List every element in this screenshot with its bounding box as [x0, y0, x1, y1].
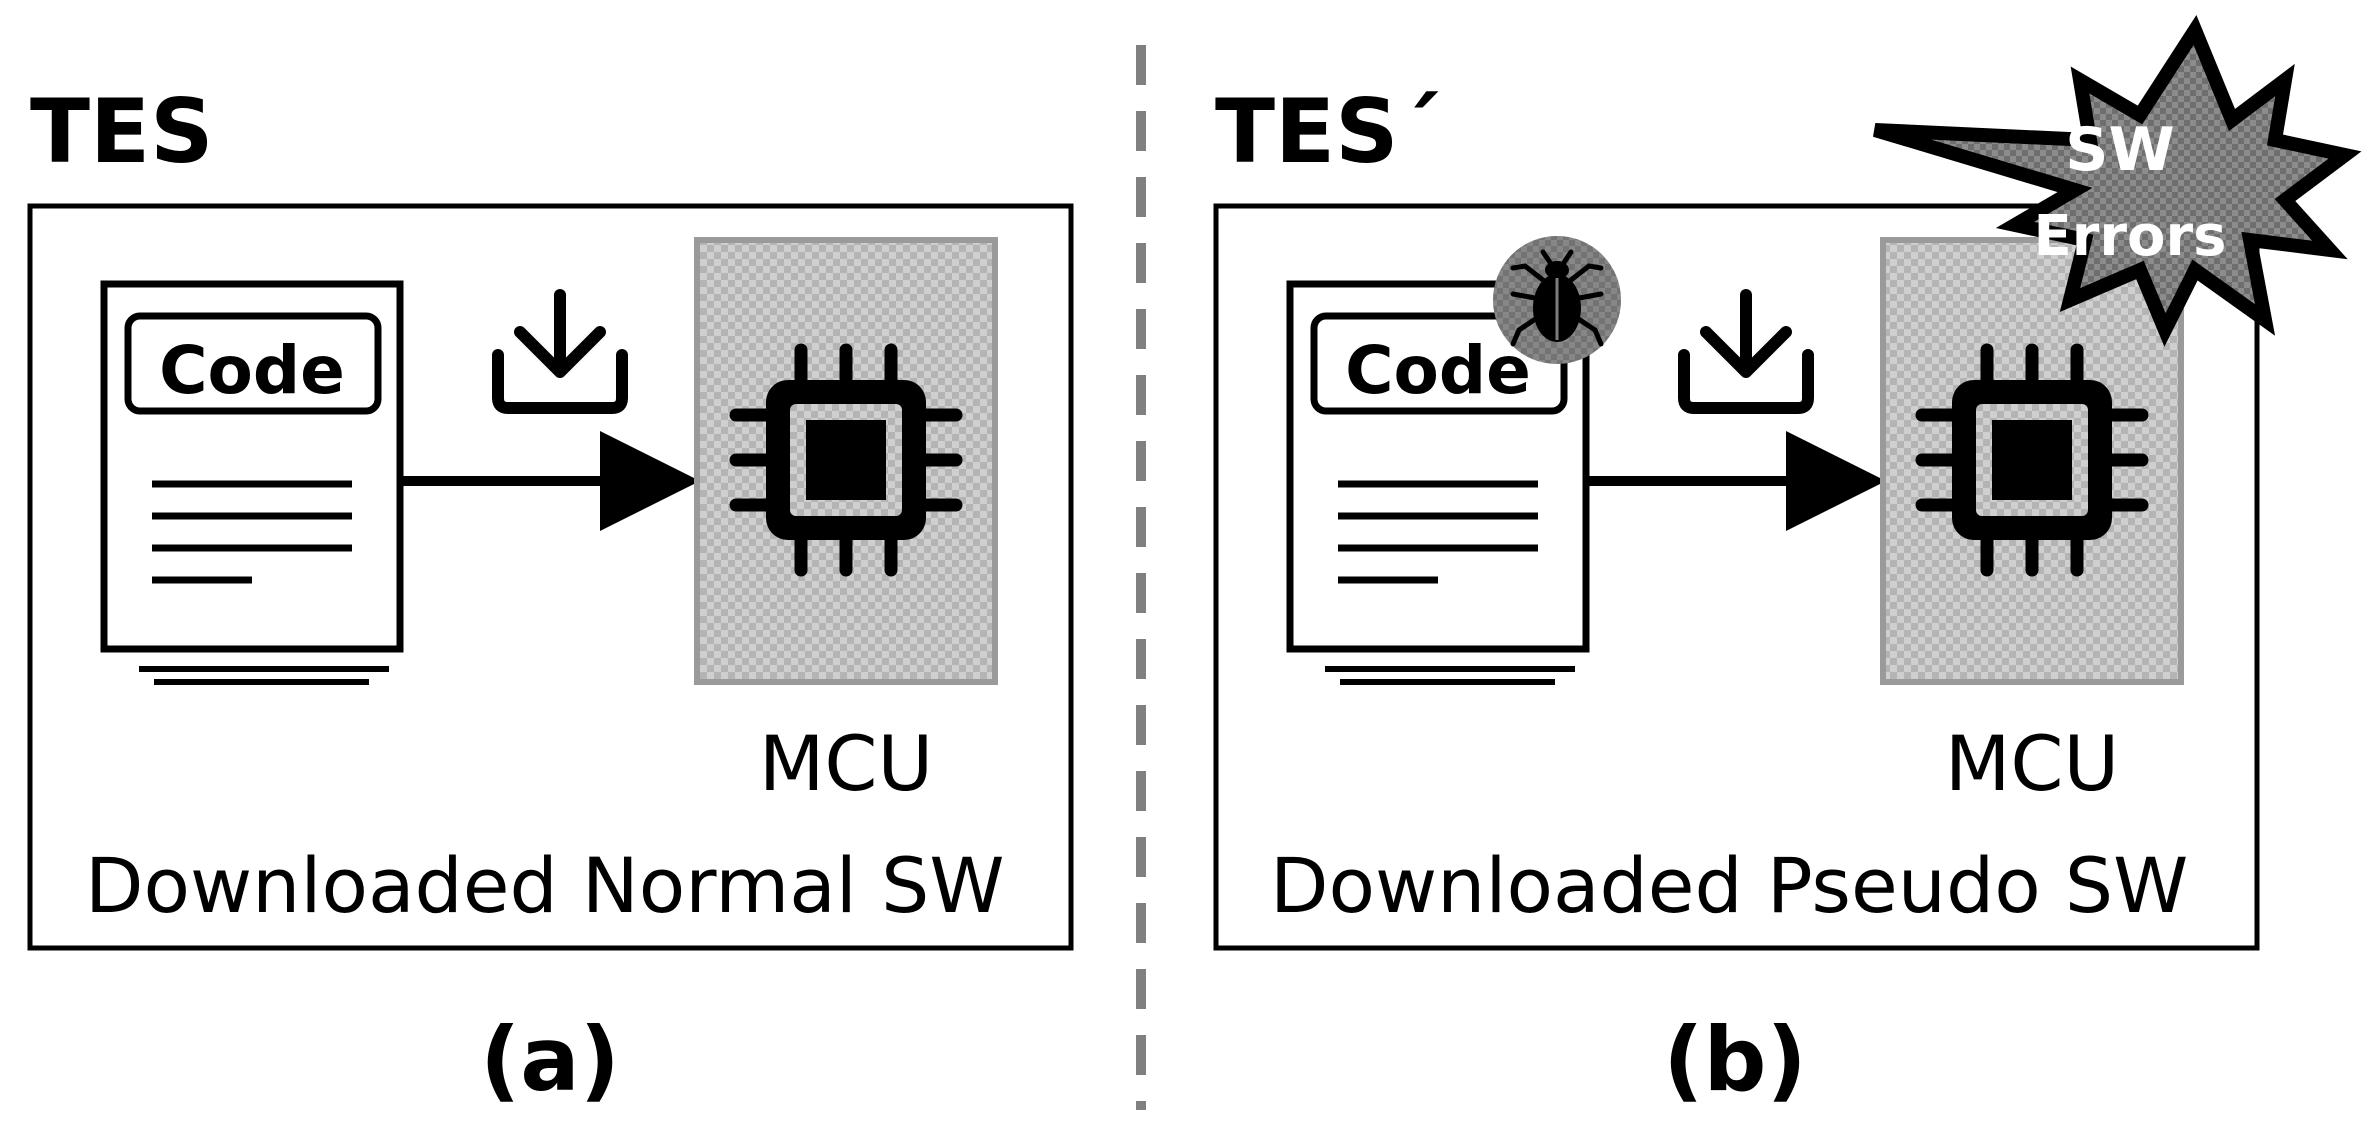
panel-b-code-label: Code — [1345, 332, 1531, 409]
panel-a-code-label: Code — [159, 332, 345, 409]
burst-line-1: SW — [2065, 115, 2174, 185]
panel-b-sublabel: (b) — [1663, 1008, 1806, 1111]
download-tray-icon — [1684, 295, 1808, 408]
panel-a-sublabel: (a) — [480, 1008, 620, 1111]
download-tray-icon — [498, 295, 622, 408]
panel-b-mcu-label: MCU — [1945, 719, 2119, 808]
burst-line-2: Errors — [2034, 204, 2227, 269]
panel-b-caption: Downloaded Pseudo SW — [1270, 841, 2188, 930]
bug-icon — [1493, 236, 1621, 364]
panel-a-mcu-label: MCU — [759, 719, 933, 808]
panel-b-title: TES´ — [1215, 80, 1443, 183]
panel-b: TES´ Code — [1213, 14, 2362, 1111]
panel-a: TES Code MCU Downloaded Normal SW (a) — [27, 80, 1074, 1111]
panel-a-frame — [27, 203, 1074, 951]
explosion-burst-icon: SW Errors — [1872, 14, 2362, 347]
panel-a-caption: Downloaded Normal SW — [85, 841, 1004, 930]
panel-b-frame — [1213, 203, 2260, 951]
panel-a-title: TES — [30, 80, 214, 183]
